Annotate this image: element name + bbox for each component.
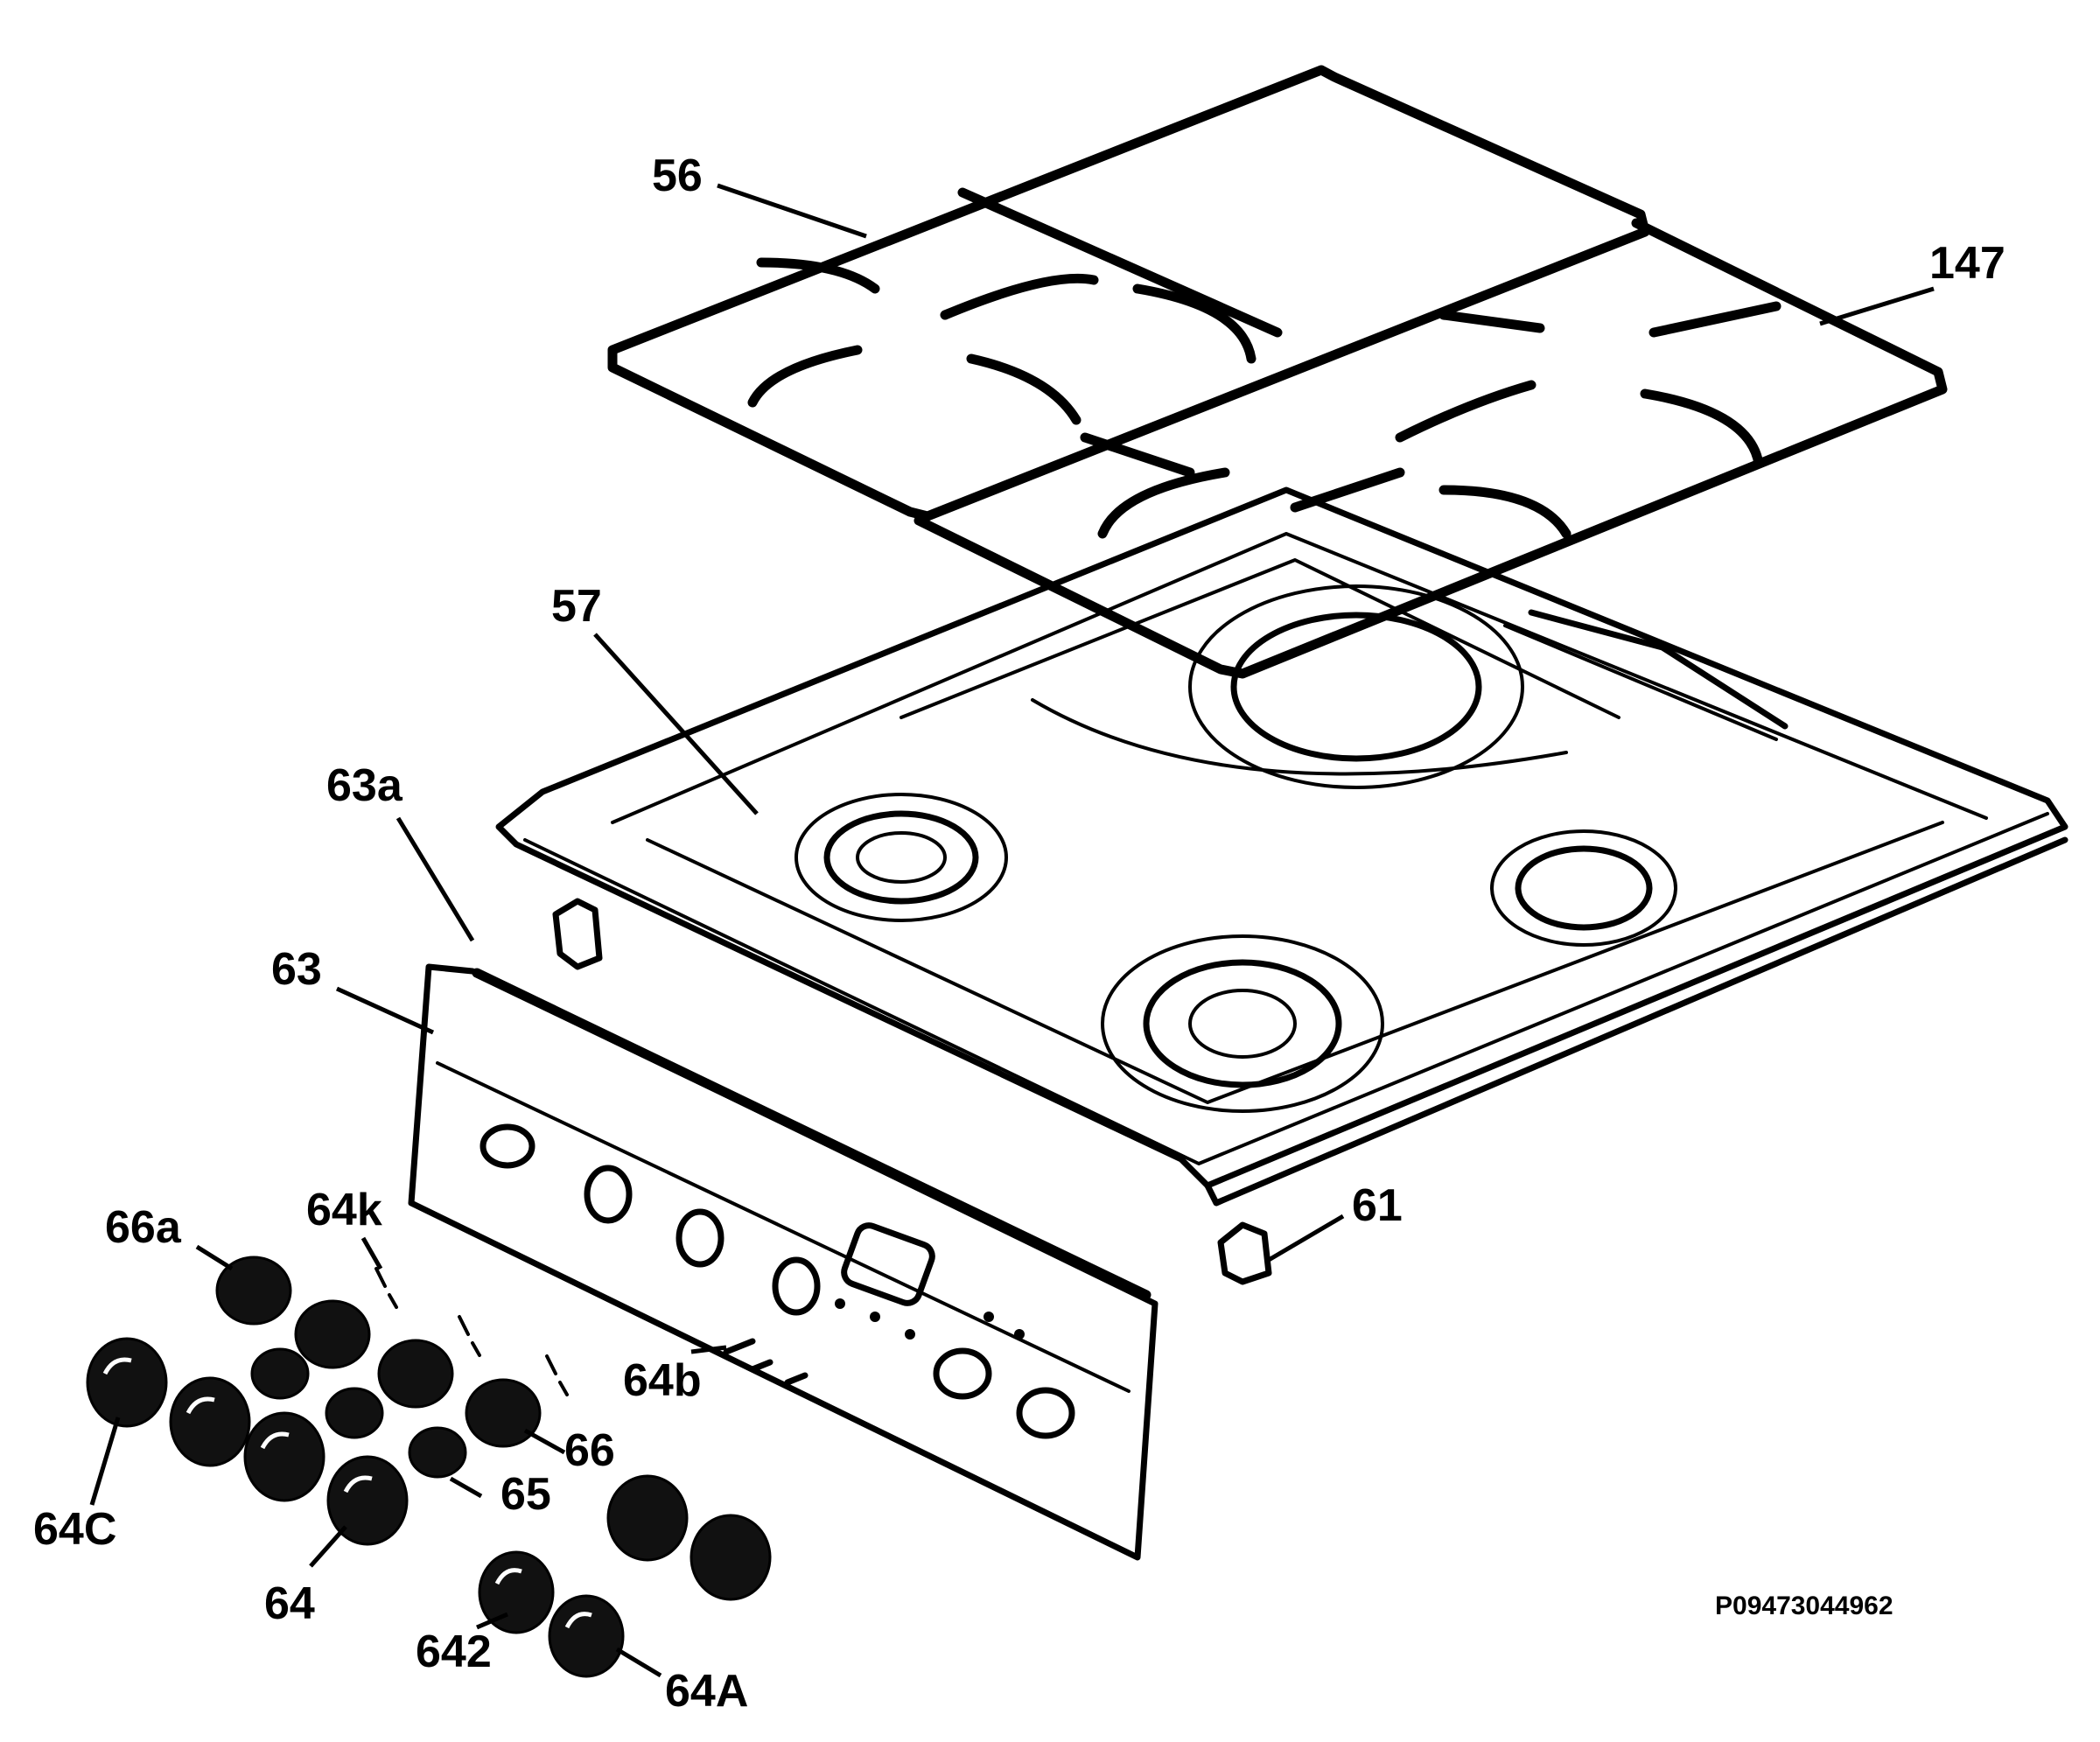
label-63: 63	[271, 944, 322, 995]
label-56: 56	[652, 150, 703, 201]
label-64: 64	[264, 1578, 315, 1629]
knob-bushings	[374, 1267, 808, 1396]
label-64C: 64C	[33, 1504, 116, 1555]
hob-top	[495, 486, 2068, 1207]
leader-lines	[89, 183, 1935, 1678]
pan-support-grid	[607, 65, 1948, 679]
control-panel	[408, 963, 1158, 1561]
hinge-clip-right	[1217, 1221, 1272, 1285]
label-64k: 64k	[306, 1185, 382, 1235]
label-64b: 64b	[623, 1355, 702, 1406]
label-63a: 63a	[326, 760, 403, 811]
label-66a: 66a	[105, 1202, 182, 1253]
burner-front	[1101, 934, 1384, 1113]
diagram-code: P09473044962	[1715, 1592, 1894, 1620]
hinge-clip-left	[552, 898, 603, 970]
label-64A: 64A	[665, 1666, 748, 1717]
label-147: 147	[1929, 238, 2006, 289]
burner-left	[794, 793, 1008, 922]
label-66: 66	[564, 1425, 615, 1476]
label-61: 61	[1352, 1180, 1403, 1231]
control-knobs	[86, 1256, 772, 1678]
burner-right	[1490, 829, 1677, 947]
callout-labels: 56 147 57 63a 63 61 66a 64k 64b 66 65 64…	[33, 150, 2006, 1717]
burner-rear	[1188, 584, 1524, 789]
label-642: 642	[416, 1627, 492, 1677]
label-65: 65	[500, 1469, 551, 1520]
label-57: 57	[551, 581, 602, 632]
